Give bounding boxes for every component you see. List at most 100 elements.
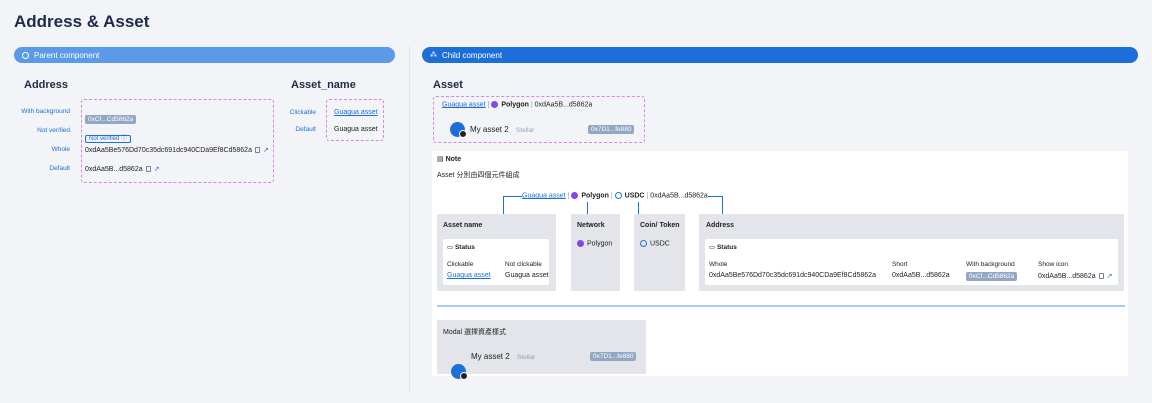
row-address: 0xdAa5B...d5862a — [650, 192, 708, 200]
label-clickable: Clickable — [289, 109, 316, 116]
asset-heading: Asset — [433, 79, 463, 91]
address-heading: Address — [24, 79, 69, 91]
asset-row: Guagua asset | Polygon | 0xdAa5B...d5862… — [442, 101, 592, 108]
address-whole-text: 0xdAa5Be576Dd70c35dc691dc940CDa9Ef8Cd586… — [85, 147, 252, 154]
address-chip: 0xCf...Cd5862a — [85, 115, 137, 124]
col-not-clickable: Not clickable — [505, 261, 542, 268]
parent-bar-label: Parent component — [34, 50, 100, 60]
connector-line — [722, 196, 723, 214]
modal-asset-row[interactable]: My asset 2 Stellar — [471, 352, 535, 361]
modal-asset-name: My asset 2 — [471, 352, 510, 361]
polygon-icon — [571, 192, 579, 199]
status-clickable-value[interactable]: Guagua asset — [447, 272, 491, 279]
address-status-card — [705, 239, 1118, 285]
status-icon-value: 0xdAa5B...d5862a ↗ — [1038, 272, 1112, 280]
nodes-icon: ⁂ — [430, 52, 437, 59]
note-desc: Asset 分別由四個元件組成 — [437, 172, 520, 179]
network-panel-title: Network — [577, 222, 605, 229]
col-with-background: With background — [966, 261, 1015, 268]
asset-name-panel-title: Asset name — [443, 222, 483, 229]
asset-name-clickable[interactable]: Guagua asset — [334, 109, 378, 116]
external-link-icon[interactable]: ↗ — [262, 147, 269, 154]
status-icon-text: 0xdAa5B...d5862a — [1038, 273, 1096, 280]
col-show-icon: Show icon — [1038, 261, 1068, 268]
page-title: Address & Asset — [14, 12, 150, 31]
polygon-icon — [491, 101, 499, 108]
col-clickable: Clickable — [447, 261, 474, 268]
asset-address-text: 0xdAa5B...d5862a — [534, 101, 593, 109]
asset-name-default: Guagua asset — [334, 126, 378, 133]
network-panel-value: Polygon — [577, 240, 612, 247]
address-not-verified: Not verified ⓘ — [85, 127, 132, 145]
network-value-text: Polygon — [587, 240, 613, 248]
external-link-icon[interactable]: ↗ — [1106, 273, 1113, 280]
col-short: Short — [892, 261, 908, 268]
status-short-value: 0xdAa5B...d5862a — [892, 272, 950, 279]
parent-component-bar: Parent component — [14, 47, 395, 63]
chain-name: Stellar — [515, 127, 535, 134]
label-default: Default — [295, 126, 316, 133]
coin-panel-value: USDC — [640, 240, 670, 247]
address-whole: 0xdAa5Be576Dd70c35dc691dc940CDa9Ef8Cd586… — [85, 146, 269, 154]
asset-name-link[interactable]: Guagua asset — [442, 101, 486, 109]
coin-panel — [634, 214, 685, 291]
address-default-text: 0xdAa5B...d5862a — [85, 166, 143, 173]
status-text: Status — [716, 244, 737, 251]
child-component-bar: ⁂ Child component — [422, 47, 1138, 63]
copy-icon[interactable] — [145, 166, 151, 173]
col-whole: Whole — [709, 261, 728, 268]
modal-title: Modal 選擇資產樣式 — [443, 329, 507, 336]
asset-address-chip: 0x7D1...fe880 — [588, 125, 635, 134]
status-icon: ▭ — [447, 244, 454, 251]
status-text: Status — [454, 244, 475, 251]
external-link-icon[interactable]: ↗ — [153, 166, 160, 173]
child-bar-label: Child component — [442, 50, 503, 60]
copy-icon[interactable] — [254, 147, 260, 154]
row-network: Polygon — [581, 192, 609, 200]
section-separator — [437, 305, 1125, 307]
composition-row: Guagua asset | Polygon | USDC | 0xdAa5B.… — [522, 192, 708, 199]
label-whole: Whole — [51, 146, 70, 153]
asset-frame — [433, 96, 645, 143]
polygon-icon — [577, 240, 584, 247]
connector-line — [503, 196, 522, 197]
connector-line — [503, 196, 504, 214]
modal-panel — [437, 320, 646, 374]
section-divider — [409, 46, 410, 391]
coin-value-text: USDC — [650, 240, 670, 248]
status-label: ▭ Status — [709, 243, 737, 251]
usdc-icon — [640, 240, 647, 247]
my-asset-row[interactable]: My asset 2 Stellar — [470, 125, 534, 134]
address-variants-frame — [81, 99, 274, 183]
my-asset-name: My asset 2 — [470, 125, 509, 134]
status-icon: ▭ — [709, 244, 716, 251]
circle-icon — [22, 51, 29, 59]
separator: | — [567, 192, 572, 200]
status-bg-chip[interactable]: 0xCf...Cd5862a — [966, 272, 1018, 281]
status-whole-value: 0xdAa5Be576Dd70c35dc691dc940CDa9Ef8Cd586… — [709, 272, 876, 279]
asset-name-status-card — [443, 239, 549, 285]
note-icon: ▤ — [437, 156, 444, 163]
separator: | — [610, 192, 615, 200]
modal-address-chip: 0x7D1...fe880 — [590, 352, 637, 361]
not-verified-text: Not verified — [89, 136, 120, 142]
asset-name-heading: Asset_name — [291, 79, 356, 91]
usdc-icon — [614, 192, 622, 199]
address-default: 0xdAa5B...d5862a ↗ — [85, 165, 159, 173]
connector-line — [638, 202, 639, 214]
address-panel-title: Address — [706, 222, 735, 229]
network-text: Polygon — [501, 101, 529, 109]
address-with-background[interactable]: 0xCf...Cd5862a — [85, 108, 137, 126]
asset-name-frame — [326, 99, 384, 141]
copy-icon[interactable] — [1098, 273, 1104, 280]
note-title-text: Note — [445, 156, 462, 163]
status-label: ▭ Status — [447, 243, 475, 251]
row-asset-name[interactable]: Guagua asset — [522, 192, 566, 200]
modal-chain: Stellar — [516, 354, 536, 361]
separator: | — [646, 192, 651, 200]
row-coin: USDC — [624, 192, 645, 200]
connector-line — [587, 202, 588, 214]
asset-logo-icon — [451, 364, 468, 380]
separator: | — [487, 101, 492, 109]
label-default: Default — [49, 165, 70, 172]
